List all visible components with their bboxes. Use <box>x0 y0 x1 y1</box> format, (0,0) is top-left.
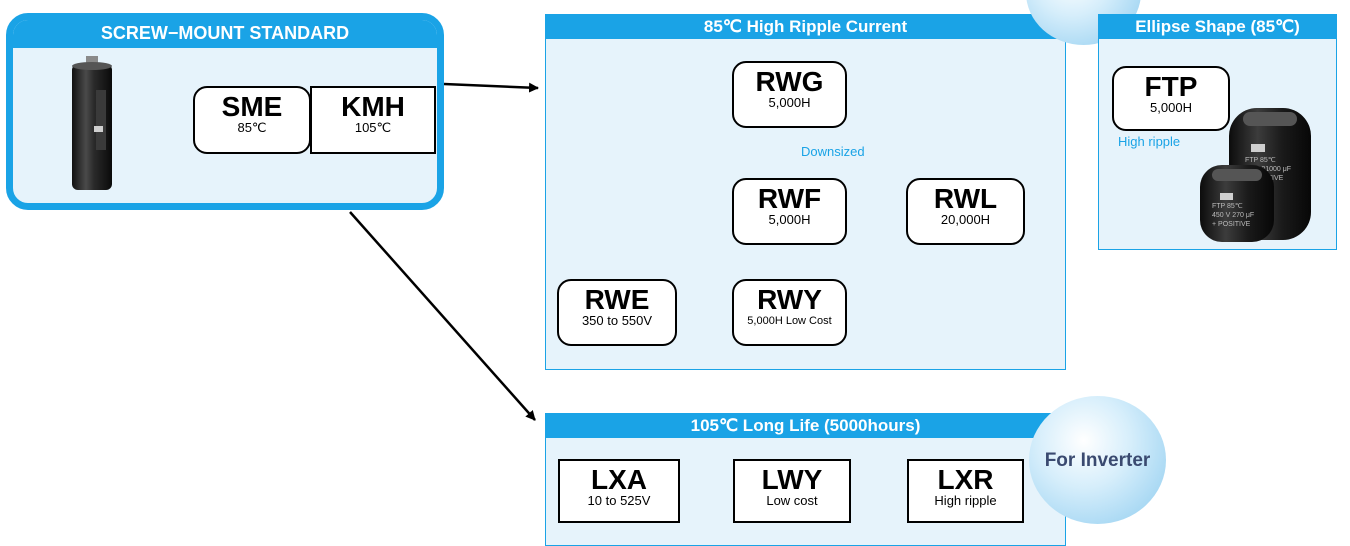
lxa-name: LXA <box>591 464 647 495</box>
rwl-sub: 20,000H <box>940 212 991 227</box>
rwg-sub: 5,000H <box>768 95 811 110</box>
rwe-name: RWE <box>584 284 650 315</box>
long-life-header: 105℃ Long Life (5000hours) <box>546 414 1065 438</box>
lwy-name: LWY <box>761 464 823 495</box>
lxr-box: LXR High ripple <box>907 459 1024 523</box>
rwl-name: RWL <box>933 183 998 214</box>
rwg-name: RWG <box>755 66 824 97</box>
rwy-sub: 5,000H Low Cost <box>747 315 832 327</box>
rwf-sub: 5,000H <box>768 212 811 227</box>
rwy-name: RWY <box>757 284 822 315</box>
sme-box: SME 85℃ <box>193 86 311 154</box>
rwf-box: RWF 5,000H <box>732 178 847 245</box>
lwy-sub: Low cost <box>766 493 818 508</box>
sme-name: SME <box>221 91 283 122</box>
lxr-sub: High ripple <box>934 493 997 508</box>
kmh-sub: 105℃ <box>354 120 392 135</box>
lxr-name: LXR <box>937 464 994 495</box>
ftp-sub: 5,000H <box>1150 100 1192 115</box>
rwf-name: RWF <box>757 183 822 214</box>
oval-capacitor-small: FTP 85℃ 450 V 270 μF + POSITIVE <box>1200 165 1274 242</box>
screw-capacitor-image <box>72 56 112 190</box>
sme-sub: 85℃ <box>237 120 267 135</box>
arrow-standard-to-high-ripple <box>443 82 539 93</box>
lwy-box: LWY Low cost <box>733 459 851 523</box>
ftp-name: FTP <box>1144 71 1198 102</box>
rwy-box: RWY 5,000H Low Cost <box>732 279 847 346</box>
high-ripple-header: 85℃ High Ripple Current <box>546 15 1065 39</box>
ftp-box: FTP 5,000H <box>1112 66 1230 131</box>
kmh-name: KMH <box>341 91 405 122</box>
arrow-standard-to-long-life <box>349 211 536 421</box>
small-cap-text: FTP 85℃ 450 V 270 μF + POSITIVE <box>1212 203 1255 228</box>
ellipse-header: Ellipse Shape (85℃) <box>1099 15 1336 39</box>
standard-header: SCREW−MOUNT STANDARD <box>13 20 437 48</box>
downsized-note: Downsized <box>801 144 865 159</box>
lxa-sub: 10 to 525V <box>587 493 651 508</box>
ftp-high-ripple-note: High ripple <box>1118 134 1181 149</box>
for-inverter-bubble: For Inverter <box>1029 396 1166 524</box>
kmh-box: KMH 105℃ <box>310 86 436 154</box>
for-inverter-label: For Inverter <box>1044 450 1151 471</box>
rwg-box: RWG 5,000H <box>732 61 847 128</box>
rwe-sub: 350 to 550V <box>581 313 653 328</box>
lxa-box: LXA 10 to 525V <box>558 459 680 523</box>
rwe-box: RWE 350 to 550V <box>557 279 677 346</box>
rwl-box: RWL 20,000H <box>906 178 1025 245</box>
